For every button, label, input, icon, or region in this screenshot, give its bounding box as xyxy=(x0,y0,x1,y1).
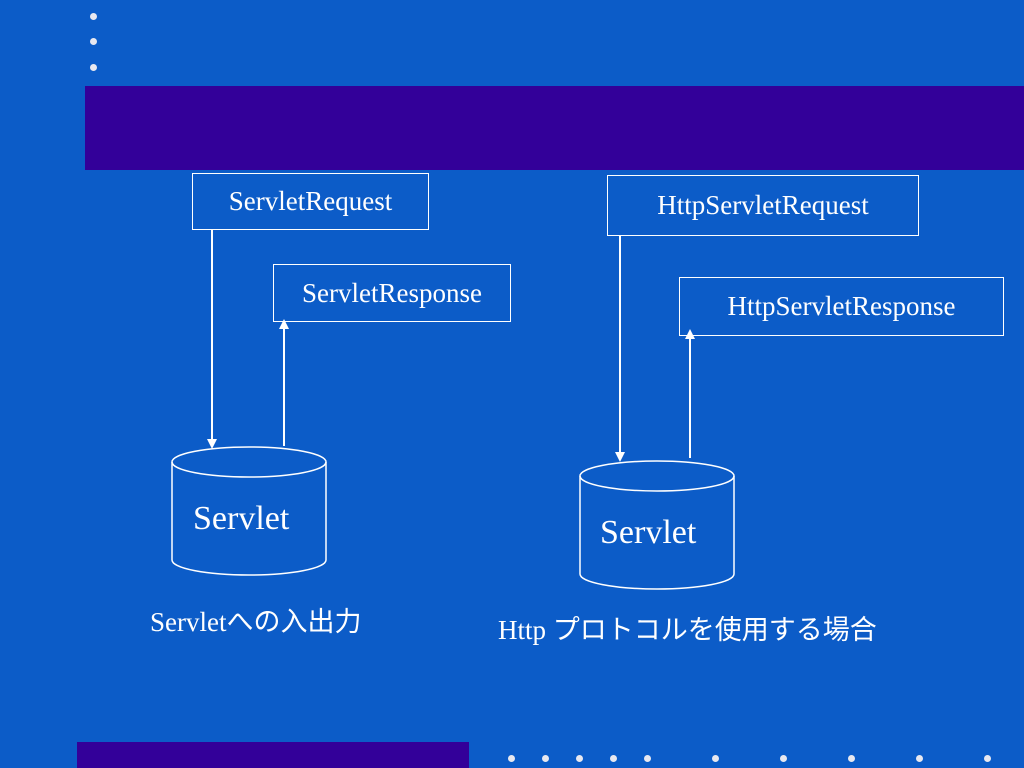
title-band xyxy=(85,86,1024,170)
caption-right-jp: プロトコルを使用する場合 xyxy=(552,615,877,646)
decorative-dot xyxy=(90,38,97,45)
caption-left-jp: への入出力 xyxy=(226,607,362,638)
decorative-dot xyxy=(916,755,923,762)
http-servlet-response-box: HttpServletResponse xyxy=(679,277,1004,336)
caption-right-latin: Http xyxy=(498,615,553,645)
servlet-request-label: ServletRequest xyxy=(228,186,393,216)
decorative-dot xyxy=(576,755,583,762)
decorative-dot xyxy=(90,13,97,20)
http-servlet-response-label: HttpServletResponse xyxy=(727,291,956,321)
decorative-dot xyxy=(848,755,855,762)
caption-left-latin: Servlet xyxy=(150,607,227,637)
caption-left: Servletへの入出力 xyxy=(150,600,361,639)
servlet-cylinder-right xyxy=(579,460,735,590)
footer-band xyxy=(77,742,469,768)
decorative-dot xyxy=(644,755,651,762)
decorative-dot xyxy=(542,755,549,762)
servlet-label-left: Servlet xyxy=(193,500,290,537)
decorative-dot xyxy=(508,755,515,762)
servlet-response-label: ServletResponse xyxy=(302,277,482,308)
decorative-dot xyxy=(610,755,617,762)
servlet-response-box: ServletResponse xyxy=(273,264,511,322)
decorative-dot xyxy=(984,755,991,762)
caption-right: Http プロトコルを使用する場合 xyxy=(498,608,877,647)
servlet-cylinder-left xyxy=(171,446,327,576)
decorative-dot xyxy=(90,64,97,71)
decorative-dot xyxy=(712,755,719,762)
servlet-request-box: ServletRequest xyxy=(192,173,429,230)
http-servlet-request-box: HttpServletRequest xyxy=(607,175,919,236)
http-servlet-request-label: HttpServletRequest xyxy=(657,190,869,220)
decorative-dot xyxy=(780,755,787,762)
servlet-label-right: Servlet xyxy=(600,514,697,551)
